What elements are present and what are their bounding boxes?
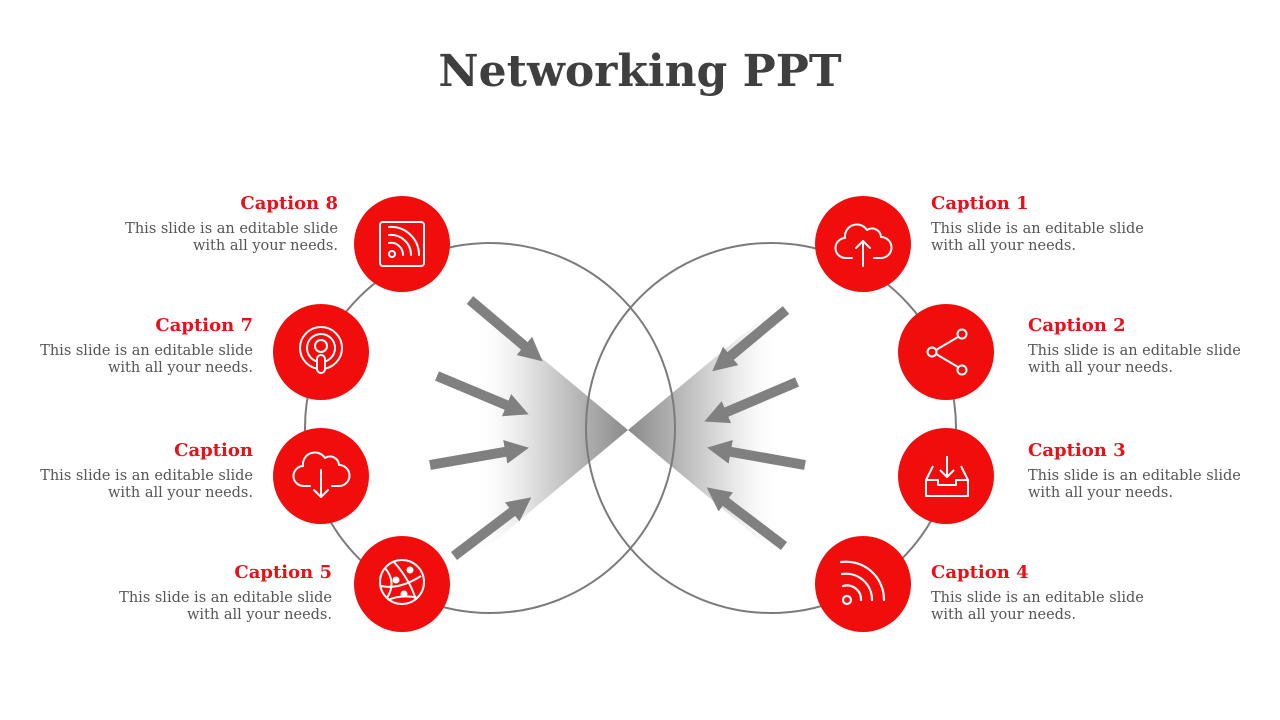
caption-line: with all your needs. — [108, 485, 253, 501]
left-arrows — [429, 296, 543, 560]
right-arrows — [704, 306, 806, 550]
node-caption-3[interactable] — [898, 428, 994, 524]
caption-block-3: Caption 3 This slide is an editable slid… — [1028, 440, 1241, 502]
rss-feed-icon — [379, 221, 425, 267]
arrow — [712, 306, 790, 372]
caption-text: This slide is an editable slide with all… — [40, 468, 253, 502]
caption-block-4: Caption 4 This slide is an editable slid… — [931, 562, 1144, 624]
right-funnel — [628, 300, 784, 560]
node-caption-7[interactable] — [273, 304, 369, 400]
node-caption-5[interactable] — [354, 536, 450, 632]
cloud-download-icon — [292, 451, 351, 498]
slide-title: Networking PPT — [438, 46, 842, 97]
caption-title: Caption 1 — [931, 193, 1029, 214]
arrow — [704, 377, 799, 424]
share-icon — [926, 328, 968, 376]
caption-title: Caption 3 — [1028, 440, 1126, 461]
node-caption-6[interactable] — [273, 428, 369, 524]
inbox-download-icon — [925, 456, 969, 497]
caption-block-1: Caption 1 This slide is an editable slid… — [931, 193, 1144, 255]
caption-line: This slide is an editable slide — [931, 590, 1144, 606]
globe-network-icon — [379, 559, 425, 605]
caption-text: This slide is an editable slide with all… — [119, 590, 332, 624]
caption-block-2: Caption 2 This slide is an editable slid… — [1028, 315, 1241, 377]
arrow — [466, 296, 543, 362]
caption-block-7: Caption 7 This slide is an editable slid… — [40, 315, 253, 377]
caption-title: Caption 4 — [931, 562, 1029, 583]
caption-title: Caption 8 — [240, 193, 338, 214]
caption-title: Caption 5 — [234, 562, 332, 583]
node-caption-8[interactable] — [354, 196, 450, 292]
caption-line: This slide is an editable slide — [1028, 343, 1241, 359]
node-caption-2[interactable] — [898, 304, 994, 400]
caption-line: with all your needs. — [193, 238, 338, 254]
caption-line: with all your needs. — [1028, 360, 1173, 376]
caption-line: This slide is an editable slide — [40, 468, 253, 484]
caption-title: Caption 2 — [1028, 315, 1126, 336]
caption-line: with all your needs. — [931, 238, 1076, 254]
arrow — [707, 440, 806, 470]
caption-line: with all your needs. — [1028, 485, 1173, 501]
caption-block-6: Caption This slide is an editable slide … — [40, 440, 253, 502]
caption-line: This slide is an editable slide — [40, 343, 253, 359]
caption-text: This slide is an editable slide with all… — [1028, 468, 1241, 502]
caption-line: with all your needs. — [187, 607, 332, 623]
caption-line: This slide is an editable slide — [931, 221, 1144, 237]
caption-text: This slide is an editable slide with all… — [931, 590, 1144, 624]
node-caption-1[interactable] — [815, 196, 911, 292]
caption-line: This slide is an editable slide — [119, 590, 332, 606]
left-ring — [304, 242, 676, 614]
cloud-upload-icon — [834, 223, 893, 267]
podcast-icon — [299, 326, 343, 374]
caption-line: This slide is an editable slide — [1028, 468, 1241, 484]
arrow — [450, 497, 532, 560]
caption-block-8: Caption 8 This slide is an editable slid… — [125, 193, 338, 255]
caption-text: This slide is an editable slide with all… — [931, 221, 1144, 255]
wifi-signal-icon — [839, 560, 886, 606]
caption-text: This slide is an editable slide with all… — [40, 343, 253, 377]
node-caption-4[interactable] — [815, 536, 911, 632]
arrow — [429, 440, 529, 470]
caption-title: Caption 7 — [155, 315, 253, 336]
caption-line: with all your needs. — [108, 360, 253, 376]
caption-line: This slide is an editable slide — [125, 221, 338, 237]
right-ring — [585, 242, 957, 614]
caption-text: This slide is an editable slide with all… — [125, 221, 338, 255]
caption-block-5: Caption 5 This slide is an editable slid… — [119, 562, 332, 624]
arrow — [706, 487, 788, 550]
caption-line: with all your needs. — [931, 607, 1076, 623]
left-funnel — [472, 300, 628, 560]
caption-text: This slide is an editable slide with all… — [1028, 343, 1241, 377]
arrow — [435, 371, 529, 417]
caption-title: Caption — [174, 440, 253, 461]
